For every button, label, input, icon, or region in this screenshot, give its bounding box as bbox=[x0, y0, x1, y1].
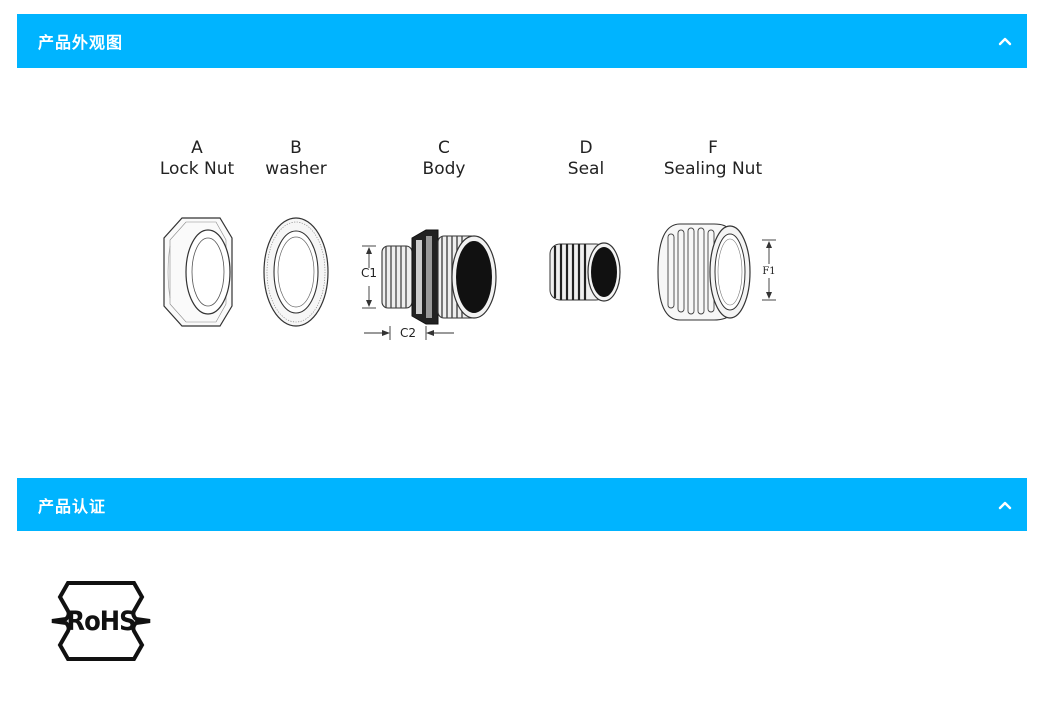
seal-drawing bbox=[549, 242, 621, 302]
dimension-c1: C1 bbox=[360, 266, 378, 280]
section-header-appearance[interactable]: 产品外观图 bbox=[17, 14, 1027, 68]
sealing-nut-drawing bbox=[657, 223, 776, 321]
section-title: 产品外观图 bbox=[38, 33, 124, 52]
rohs-frame-icon bbox=[51, 581, 151, 661]
rohs-label: RoHS bbox=[66, 605, 136, 637]
dimension-c2: C2 bbox=[399, 326, 417, 340]
dimension-f1: F1 bbox=[762, 266, 776, 277]
washer-drawing bbox=[263, 217, 329, 327]
rohs-logo: RoHS bbox=[50, 581, 152, 661]
section-header-certification[interactable]: 产品认证 bbox=[17, 478, 1027, 531]
section-title: 产品认证 bbox=[38, 496, 107, 516]
lock-nut-drawing bbox=[163, 217, 233, 327]
body-drawing bbox=[362, 229, 497, 340]
chevron-up-icon[interactable] bbox=[997, 497, 1013, 513]
chevron-up-icon[interactable] bbox=[997, 33, 1013, 49]
